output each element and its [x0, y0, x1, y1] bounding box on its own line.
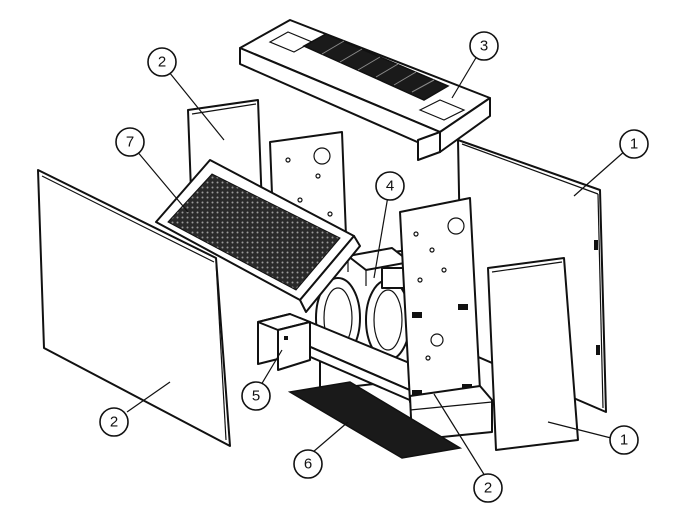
callout-4-label: 4	[386, 178, 394, 195]
callout-3-label: 3	[480, 38, 488, 55]
callout-2-bottom-center-label: 2	[484, 480, 492, 497]
callout-1-bottom: 1	[609, 425, 639, 455]
callout-3: 3	[469, 31, 499, 61]
callout-6-label: 6	[304, 456, 312, 473]
callout-2-bottom-left-label: 2	[110, 414, 118, 431]
callout-1-bottom-label: 1	[620, 432, 628, 449]
callout-1-top: 1	[619, 129, 649, 159]
leader-lines	[126, 55, 627, 477]
filter-mat	[287, 381, 463, 459]
callout-1-top-label: 1	[630, 136, 638, 153]
electrical-box	[257, 313, 311, 371]
right-access-panel	[487, 257, 579, 451]
center-front-bracket	[399, 197, 481, 403]
callout-2-bottom-left: 2	[99, 407, 129, 437]
callout-2-top-left-label: 2	[158, 54, 166, 71]
callout-5: 5	[241, 381, 271, 411]
top-cover-grille	[239, 19, 491, 161]
callout-7-label: 7	[126, 134, 134, 151]
callout-7: 7	[115, 127, 145, 157]
callout-5-label: 5	[252, 388, 260, 405]
callout-2-bottom-center: 2	[473, 473, 503, 503]
heat-exchanger-coil	[155, 159, 361, 313]
callout-2-top-left: 2	[147, 47, 177, 77]
callout-4: 4	[375, 171, 405, 201]
callout-6: 6	[293, 449, 323, 479]
front-panel	[37, 169, 231, 447]
